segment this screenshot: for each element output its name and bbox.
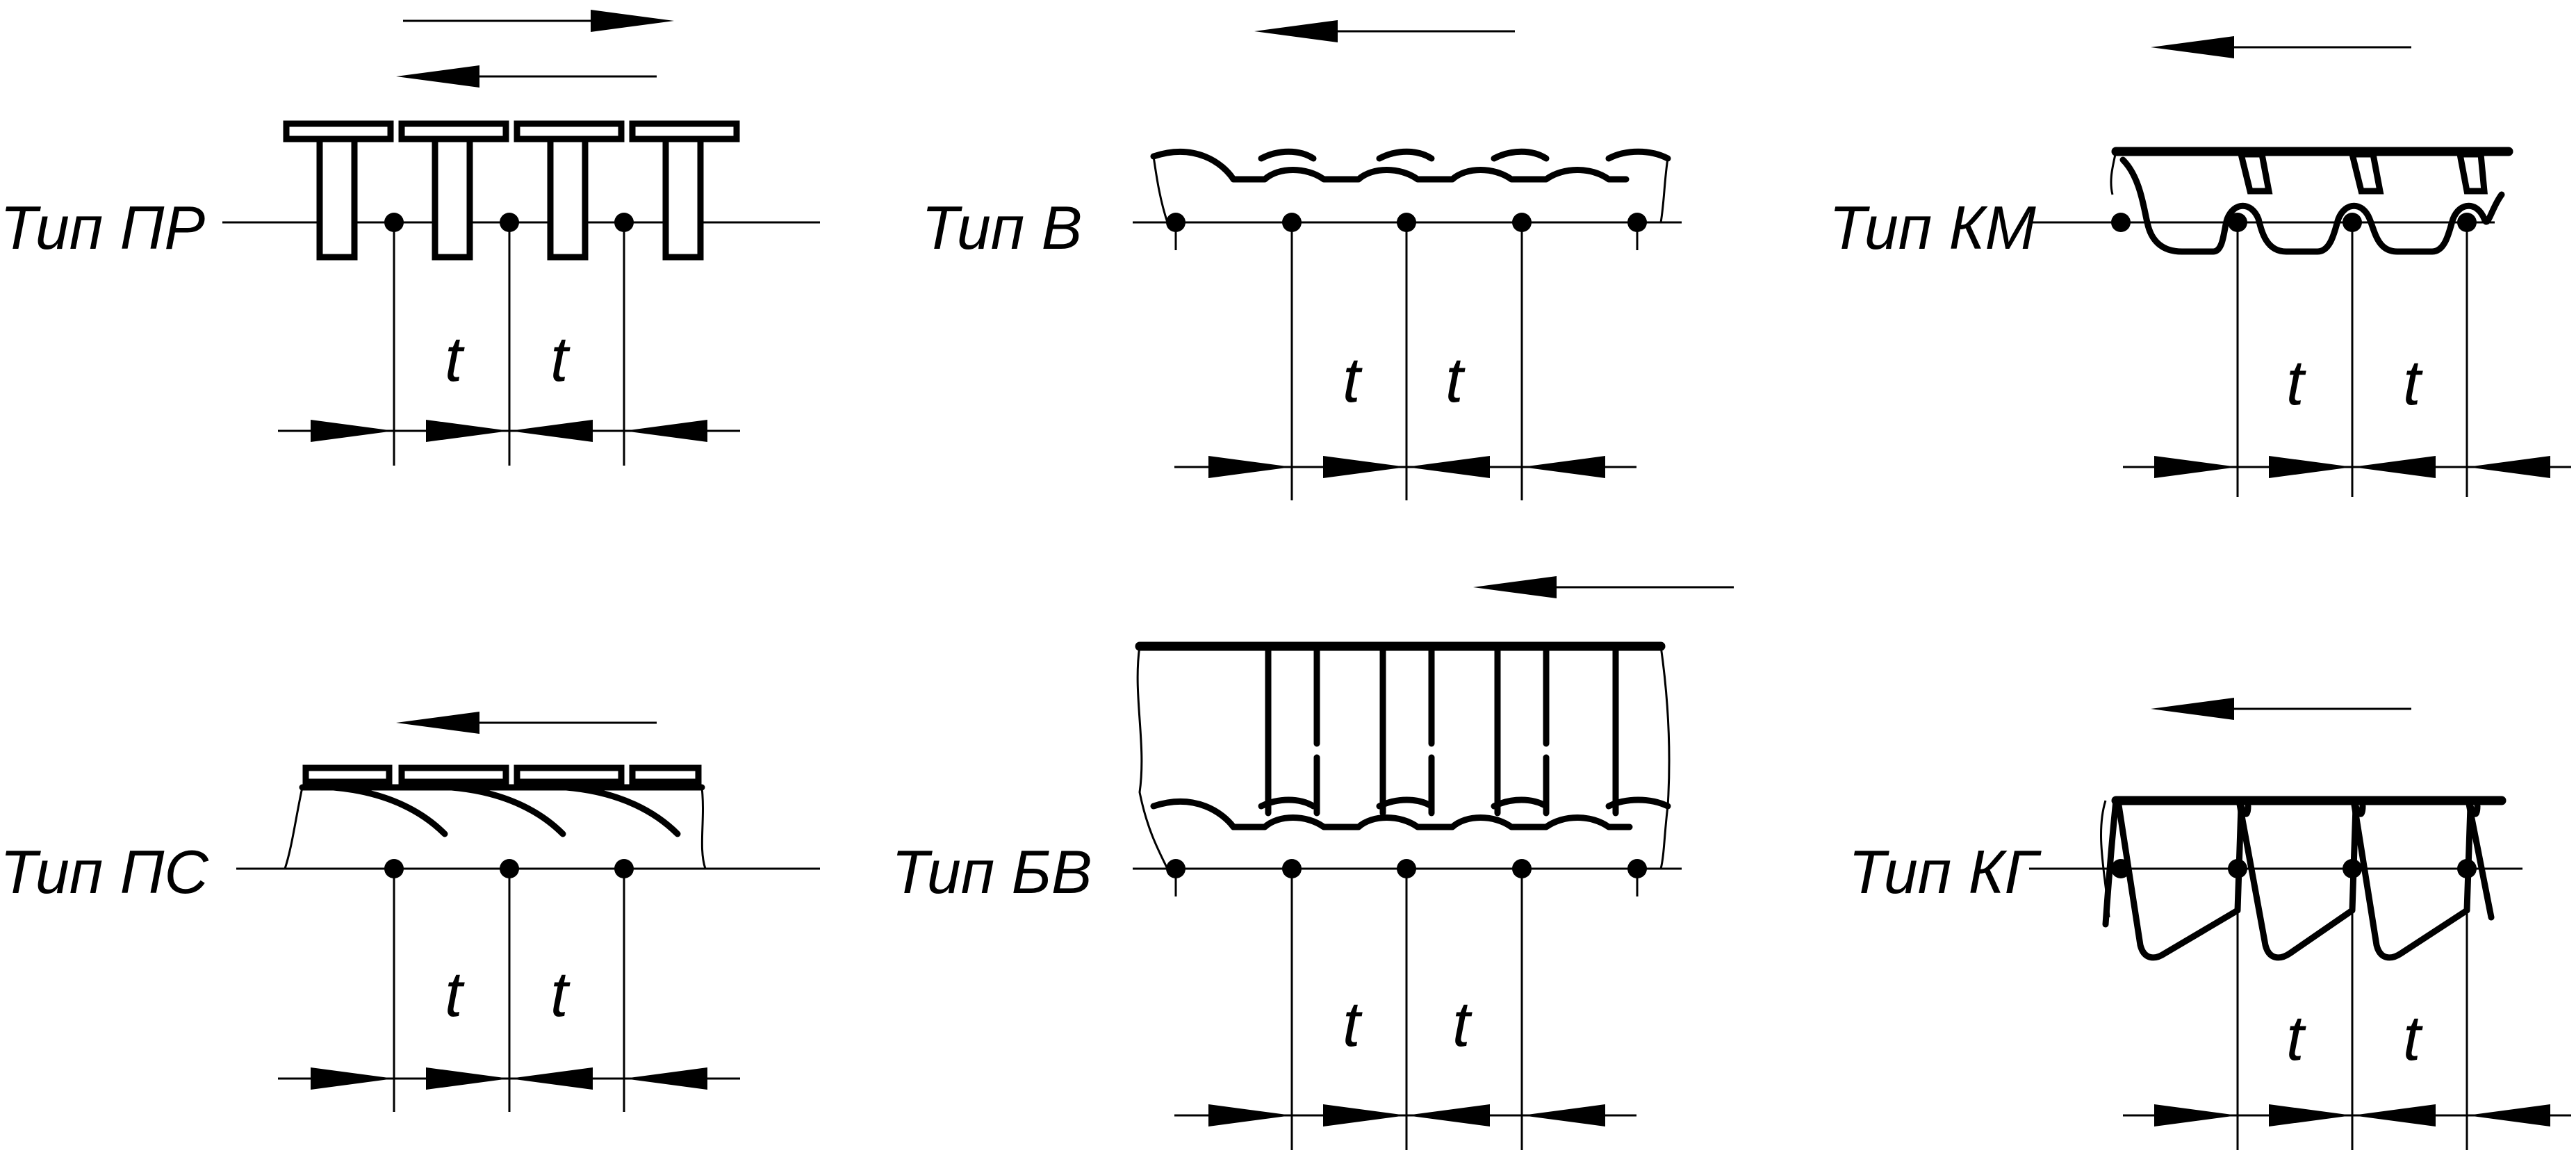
chain-links bbox=[1135, 641, 1671, 869]
panel-type-kg: Тип КГ t t bbox=[1848, 698, 2571, 1150]
label-type-ps: Тип ПС bbox=[0, 837, 209, 906]
pitch-label: t bbox=[445, 959, 465, 1030]
pitch-label: t bbox=[1445, 345, 1466, 416]
label-type-kg: Тип КГ bbox=[1848, 837, 2042, 906]
panel-type-pr: Тип ПР t bbox=[0, 10, 820, 466]
pitch-label: t bbox=[1452, 989, 1472, 1060]
chain-links bbox=[2110, 147, 2513, 255]
dimension-lines bbox=[278, 869, 740, 1112]
direction-arrow-right bbox=[403, 10, 674, 32]
pitch-label: t bbox=[445, 324, 465, 395]
pitch-label: t bbox=[1343, 345, 1363, 416]
panel-type-bv: Тип БВ bbox=[892, 576, 1734, 1150]
chain-links bbox=[284, 764, 707, 869]
label-type-v: Тип В bbox=[921, 193, 1082, 262]
dimension-lines bbox=[1174, 222, 1639, 500]
pitch-label: t bbox=[550, 959, 571, 1030]
direction-arrow-left bbox=[396, 65, 657, 88]
label-type-pr: Тип ПР bbox=[0, 193, 205, 262]
panel-type-km: Тип КМ t t bbox=[1829, 36, 2571, 497]
pitch-label: t bbox=[2286, 347, 2306, 418]
direction-arrow-left bbox=[2151, 36, 2411, 58]
panel-type-ps: Тип ПС bbox=[0, 712, 820, 1112]
dimension-lines bbox=[278, 222, 740, 466]
pitch-label: t bbox=[550, 324, 571, 395]
direction-arrow-left bbox=[396, 712, 657, 734]
dimension-lines bbox=[1174, 869, 1639, 1150]
direction-arrow-left bbox=[2151, 698, 2411, 720]
direction-arrow-left bbox=[1254, 20, 1515, 42]
pitch-label: t bbox=[2403, 1003, 2423, 1074]
dimension-lines bbox=[2123, 222, 2571, 497]
label-type-km: Тип КМ bbox=[1829, 193, 2037, 262]
pitch-label: t bbox=[2403, 347, 2423, 418]
chain-links bbox=[2100, 796, 2507, 961]
pitch-label: t bbox=[1343, 989, 1363, 1060]
direction-arrow-left bbox=[1473, 576, 1734, 598]
chain-links bbox=[1150, 148, 1671, 223]
panel-type-v: Тип В bbox=[921, 20, 1682, 500]
label-type-bv: Тип БВ bbox=[892, 837, 1092, 906]
chain-links bbox=[283, 120, 740, 261]
dimension-lines bbox=[2123, 869, 2571, 1150]
pitch-label: t bbox=[2286, 1003, 2306, 1074]
